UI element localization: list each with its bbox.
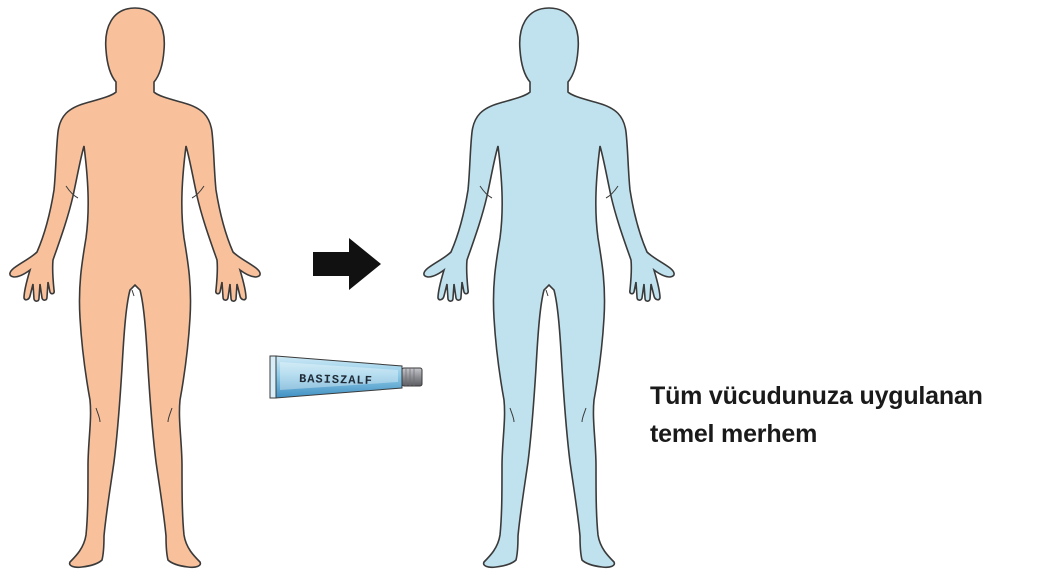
caption-line-1: Tüm vücudunuza uygulanan	[650, 377, 1048, 415]
body-silhouette-icon	[412, 0, 686, 570]
body-before-figure	[0, 0, 270, 570]
ointment-tube-icon: BASISZALF	[262, 352, 432, 402]
right-arrow-icon	[311, 236, 383, 292]
body-after-figure	[412, 0, 686, 570]
caption-line-2: temel merhem	[650, 415, 1048, 453]
caption-text: Tüm vücudunuza uygulanan temel merhem	[650, 377, 1048, 453]
body-silhouette-icon	[0, 0, 270, 570]
tube-label: BASISZALF	[299, 372, 373, 388]
